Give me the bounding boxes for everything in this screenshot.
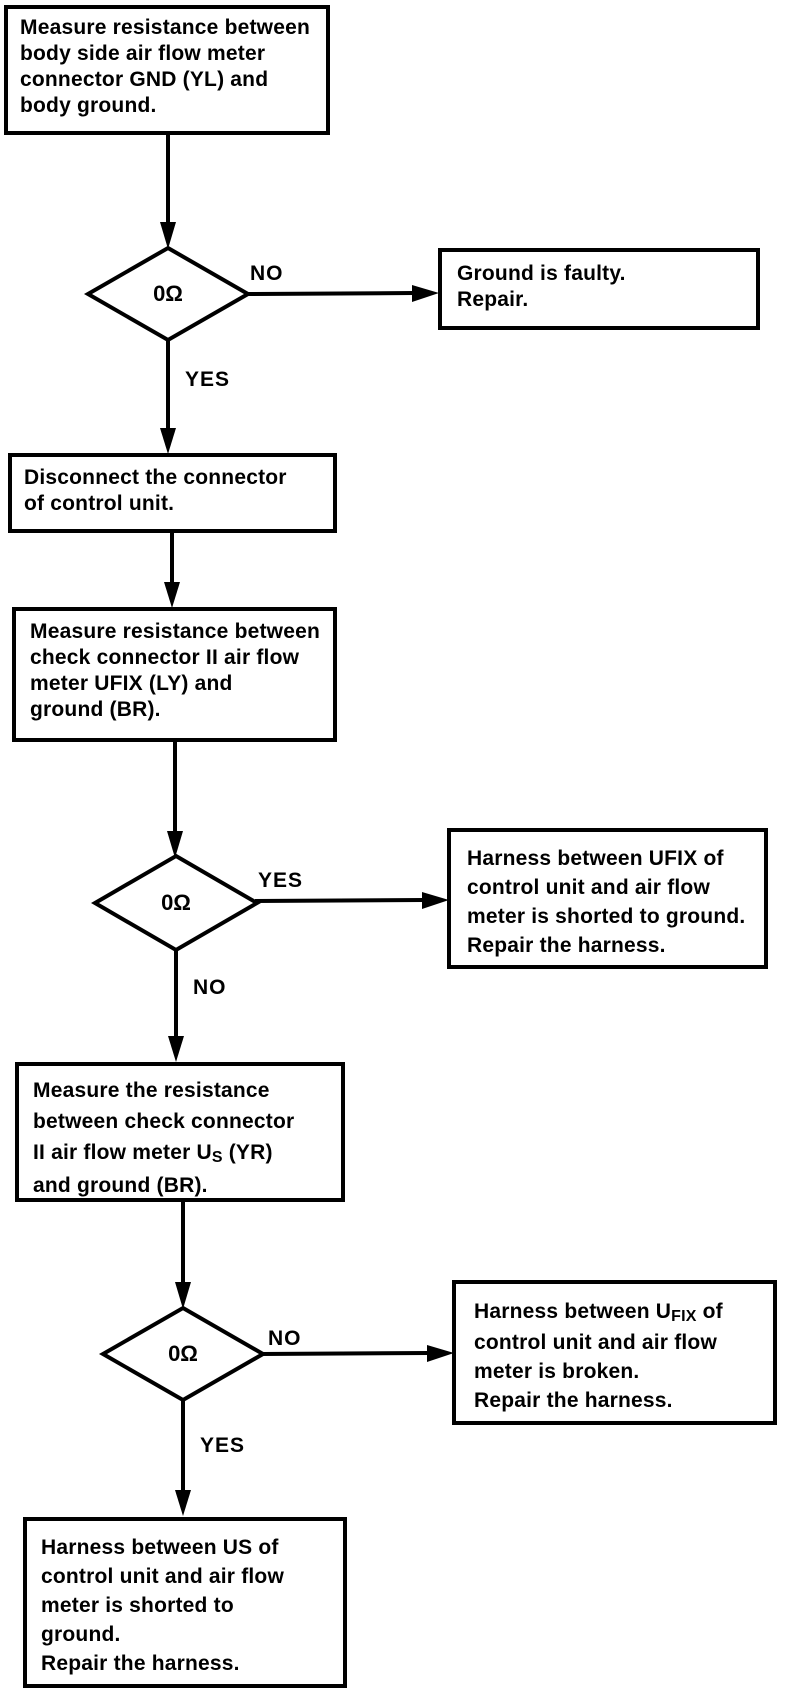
subscript-text: S — [211, 1148, 223, 1166]
box-text-line: meter UFIX (LY) and — [30, 672, 233, 695]
box-text-line: Harness between US of — [41, 1536, 279, 1559]
arrowhead-right-icon — [412, 285, 439, 302]
branch-label-no-1: NO — [250, 262, 284, 285]
box-text-line: body ground. — [20, 94, 157, 117]
diamond-3-value: 0Ω — [168, 1341, 198, 1366]
box-text-line: between check connector — [33, 1110, 295, 1133]
box-text-line: check connector II air flow — [30, 646, 300, 669]
result-box-ground-faulty: Ground is faulty. Repair. — [438, 248, 760, 330]
box-text-line: Ground is faulty. — [457, 262, 626, 285]
box-text-line: Repair the harness. — [474, 1389, 673, 1412]
branch-label-yes-1: YES — [185, 368, 231, 391]
box-text-line: Disconnect the connector — [24, 466, 287, 489]
result-box-us-shorted: Harness between US of control unit and a… — [23, 1517, 347, 1688]
diamond-1-value: 0Ω — [153, 281, 183, 306]
connector-diamond1-rbox1 — [245, 291, 415, 296]
connector-diamond2-rbox2 — [254, 898, 425, 903]
box-text-line: Measure resistance between — [20, 16, 311, 39]
subscript-text: FIX — [671, 1307, 697, 1325]
arrowhead-down-icon — [167, 831, 183, 858]
diamond-2-value: 0Ω — [161, 890, 191, 915]
box-text-line: Measure the resistance — [33, 1079, 270, 1102]
result-box-ufix-broken: Harness between UFIX of control unit and… — [452, 1280, 777, 1425]
box-text-line: meter is shorted to ground. — [467, 905, 746, 928]
arrowhead-right-icon — [422, 892, 449, 909]
box-text-line: of control unit. — [24, 492, 175, 515]
box-text-line: Repair. — [457, 288, 529, 311]
box-text-line: Harness between UFIX of — [467, 847, 724, 870]
box-text-line: meter is shorted to — [41, 1594, 234, 1617]
box-text-line: Repair the harness. — [467, 934, 666, 957]
result-box-ufix-shorted: Harness between UFIX of control unit and… — [447, 828, 768, 969]
branch-label-no-2: NO — [193, 976, 227, 999]
arrowhead-down-icon — [160, 222, 176, 249]
arrowhead-down-icon — [164, 582, 180, 608]
process-box-measure-us-ground: Measure the resistance between check con… — [15, 1062, 345, 1202]
arrowhead-down-icon — [168, 1036, 184, 1062]
connector-diamond3-rbox3 — [260, 1351, 430, 1356]
box-text-line: and ground (BR). — [33, 1174, 208, 1197]
arrowhead-down-icon — [175, 1490, 191, 1516]
box-text-line: control unit and air flow — [474, 1331, 717, 1354]
box-text-line: II air flow meter US (YR) — [33, 1141, 273, 1166]
branch-label-no-3: NO — [268, 1327, 302, 1350]
box-text-line: Measure resistance between — [30, 620, 321, 643]
box-text-line: control unit and air flow — [41, 1565, 284, 1588]
arrowhead-down-icon — [160, 428, 176, 454]
box-text-line: ground. — [41, 1623, 121, 1646]
box-text-line: meter is broken. — [474, 1360, 640, 1383]
box-text-line: Harness between UFIX of — [474, 1300, 723, 1325]
branch-label-yes-3: YES — [200, 1434, 246, 1457]
process-box-measure-ufix-ground: Measure resistance between check connect… — [12, 607, 337, 742]
box-text-line: Repair the harness. — [41, 1652, 240, 1675]
box-text-line: ground (BR). — [30, 698, 161, 721]
branch-label-yes-2: YES — [258, 869, 304, 892]
arrowhead-down-icon — [175, 1282, 191, 1309]
arrowhead-right-icon — [427, 1345, 454, 1362]
box-text-line: body side air flow meter — [20, 42, 266, 65]
process-box-disconnect-connector: Disconnect the connector of control unit… — [8, 453, 337, 533]
box-text-line: control unit and air flow — [467, 876, 710, 899]
process-box-measure-body-ground: Measure resistance between body side air… — [4, 5, 330, 135]
box-text-line: connector GND (YL) and — [20, 68, 269, 91]
